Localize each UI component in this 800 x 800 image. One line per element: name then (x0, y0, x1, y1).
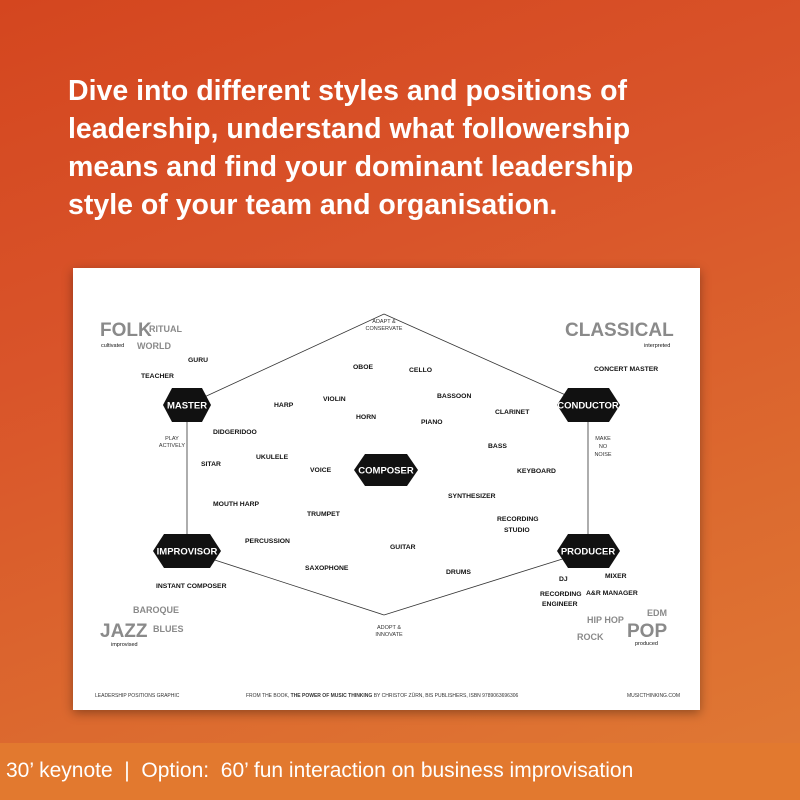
word-synthesizer: SYNTHESIZER (448, 493, 496, 500)
corner-folk-sub: cultivated (101, 343, 124, 349)
word-guitar: GUITAR (390, 544, 416, 551)
word-bassoon: BASSOON (437, 393, 471, 400)
word-instant-composer: INSTANT COMPOSER (156, 583, 227, 590)
word-hiphop: HIP HOP (587, 615, 624, 625)
card-footer-center-bold: THE POWER OF MUSIC THINKING (291, 693, 373, 699)
card-footer-center-pre: FROM THE BOOK, (246, 693, 291, 699)
master-label: MASTER (167, 401, 207, 412)
headline-line-2: leadership, understand what followership (68, 113, 631, 145)
word-edm: EDM (647, 608, 667, 618)
conductor-hexagon (557, 388, 620, 422)
word-dj: DJ (559, 576, 568, 583)
word-saxophone: SAXOPHONE (305, 565, 349, 572)
diagram-svg: ADAPT & CONSERVATE PLAY ACTIVELY MAKE NO… (95, 313, 680, 699)
corner-classical: CLASSICAL (565, 320, 674, 341)
headline: Dive into different styles and positions… (68, 72, 768, 224)
card-footer-center: FROM THE BOOK, THE POWER OF MUSIC THINKI… (246, 692, 519, 699)
edge-label-left-1: PLAY (165, 436, 179, 442)
corner-classical-sub: interpreted (644, 343, 670, 349)
card-footer-left: LEADERSHIP POSITIONS GRAPHIC (95, 693, 180, 699)
edge-top-right (383, 313, 589, 406)
node-conductor: CONDUCTOR (557, 388, 620, 422)
word-percussion: PERCUSSION (245, 538, 290, 545)
node-composer: COMPOSER (354, 454, 418, 486)
word-ar-manager: A&R MANAGER (586, 590, 638, 597)
word-recording-studio-1: RECORDING (497, 516, 539, 523)
edge-label-left-2: ACTIVELY (159, 443, 186, 449)
improvisor-label: IMPROVISOR (157, 547, 218, 558)
leadership-positions-graphic: ADAPT & CONSERVATE PLAY ACTIVELY MAKE NO… (73, 268, 700, 710)
word-mixer: MIXER (605, 573, 627, 580)
word-mouth-harp: MOUTH HARP (213, 501, 260, 508)
word-ukulele: UKULELE (256, 454, 289, 461)
word-cello: CELLO (409, 367, 432, 374)
edge-label-top-1: ADAPT & (372, 319, 396, 325)
edge-top-left (186, 313, 385, 406)
corner-folk: FOLK (100, 320, 152, 341)
word-rock: ROCK (577, 632, 604, 642)
headline-line-1: Dive into different styles and positions… (68, 75, 627, 107)
word-oboe: OBOE (353, 364, 373, 371)
edge-label-bottom-2: INNOVATE (375, 632, 403, 638)
bottom-banner (0, 743, 800, 800)
card-footer-center-post: BY CHRISTOF ZÜRN, BIS PUBLISHERS, ISBN 9… (372, 692, 518, 699)
word-violin: VIOLIN (323, 396, 346, 403)
word-trumpet: TRUMPET (307, 511, 341, 518)
corner-pop: POP (627, 621, 667, 642)
card-footer-right: MUSICTHINKING.COM (627, 693, 680, 699)
edge-label-bottom-1: ADOPT & (377, 625, 401, 631)
word-recording-engineer-2: ENGINEER (542, 601, 578, 608)
corner-pop-sub: produced (635, 641, 658, 647)
word-blues: BLUES (153, 624, 184, 634)
improvisor-hexagon (153, 534, 221, 568)
edge-bottom-left (186, 550, 385, 616)
word-world: WORLD (137, 341, 171, 351)
node-producer: PRODUCER (557, 534, 620, 568)
edge-bottom-right (383, 550, 589, 616)
node-improvisor: IMPROVISOR (153, 534, 221, 568)
composer-hexagon (354, 454, 418, 486)
producer-hexagon (557, 534, 620, 568)
headline-line-3: means and find your dominant leadership (68, 151, 634, 183)
word-baroque: BAROQUE (133, 605, 179, 615)
word-guru: GURU (188, 357, 208, 364)
corner-jazz: JAZZ (100, 621, 148, 642)
word-ritual: RITUAL (149, 324, 182, 334)
hexagon-edges (186, 313, 589, 616)
word-piano: PIANO (421, 419, 443, 426)
word-concert-master: CONCERT MASTER (594, 366, 658, 373)
corner-jazz-sub: improvised (111, 642, 138, 648)
word-voice: VOICE (310, 467, 332, 474)
word-harp: HARP (274, 402, 294, 409)
word-sitar: SITAR (201, 461, 221, 468)
edge-label-right-3: NOISE (594, 452, 611, 458)
word-didgeridoo: DIDGERIDOO (213, 429, 257, 436)
word-drums: DRUMS (446, 569, 471, 576)
word-recording-studio-2: STUDIO (504, 527, 530, 534)
word-recording-engineer-1: RECORDING (540, 591, 582, 598)
word-bass: BASS (488, 443, 507, 450)
edge-label-right-2: NO (599, 444, 608, 450)
bottom-banner-text: 30’ keynote | Option: 60’ fun interactio… (6, 759, 634, 782)
conductor-label: CONDUCTOR (557, 401, 619, 412)
master-hexagon (163, 388, 211, 422)
word-teacher: TEACHER (141, 373, 174, 380)
node-master: MASTER (163, 388, 211, 422)
headline-line-4: style of your team and organisation. (68, 189, 558, 221)
edge-label-right-1: MAKE (595, 436, 611, 442)
edge-label-top-2: CONSERVATE (366, 326, 403, 332)
producer-label: PRODUCER (561, 547, 616, 558)
composer-label: COMPOSER (358, 466, 414, 477)
word-horn: HORN (356, 414, 376, 421)
word-keyboard: KEYBOARD (517, 468, 556, 475)
word-clarinet: CLARINET (495, 409, 530, 416)
